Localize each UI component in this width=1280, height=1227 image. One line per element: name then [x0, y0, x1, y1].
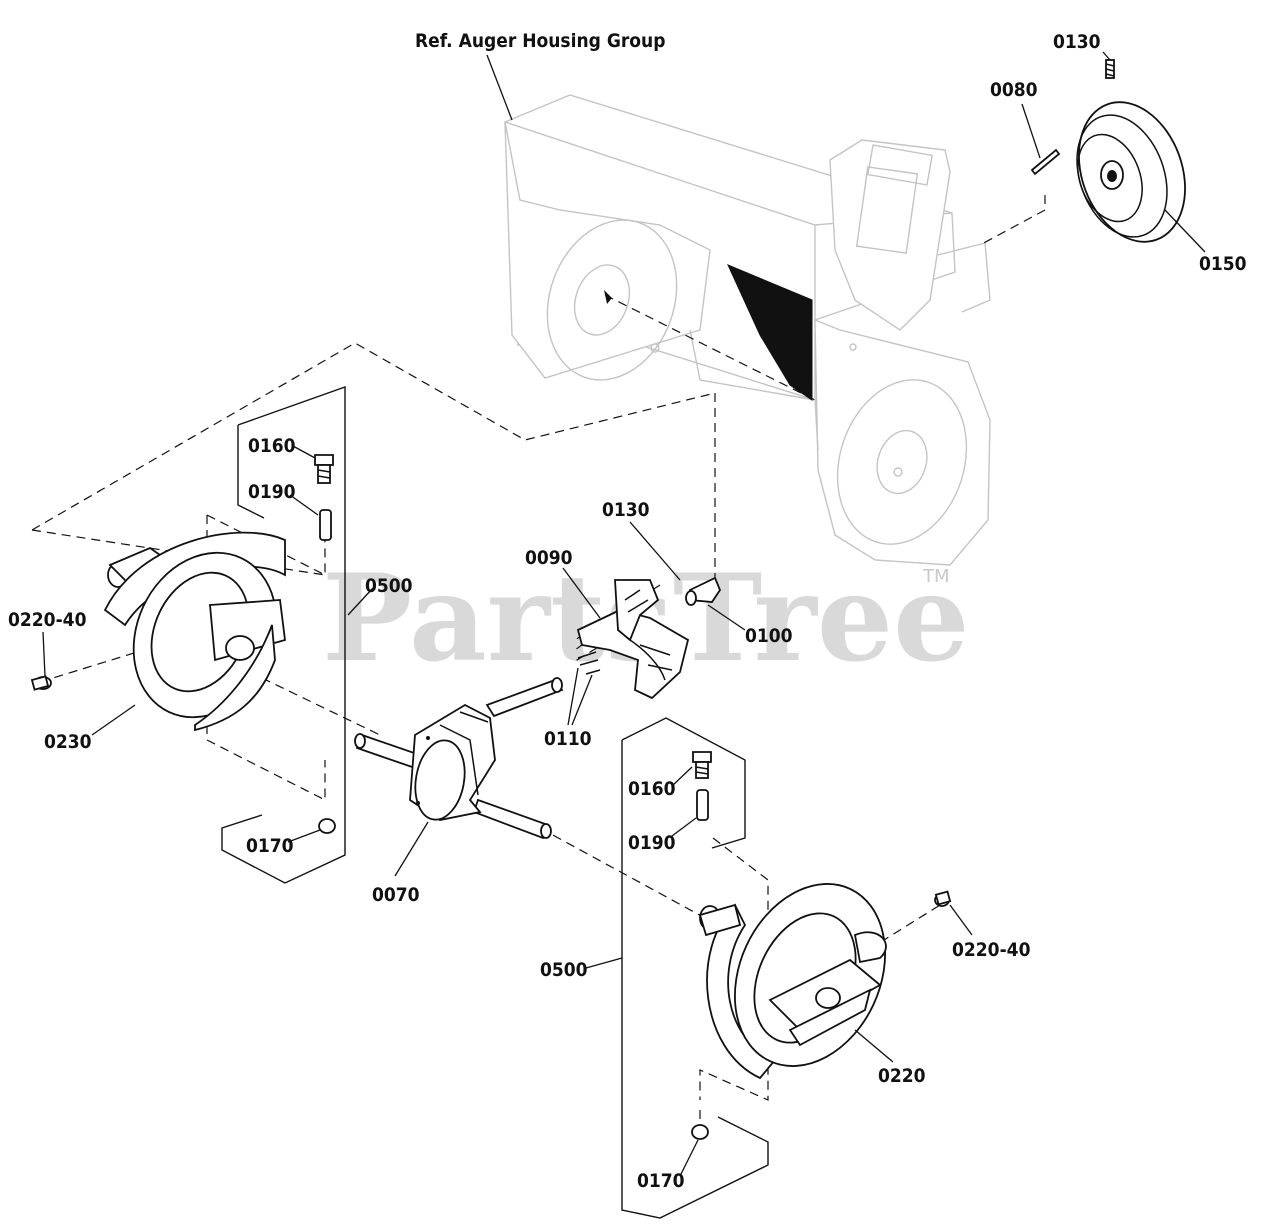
nut-part-0170-left	[318, 818, 336, 834]
callout-0220-40-right: 0220-40	[952, 939, 1031, 961]
pulley-part-0150	[1076, 101, 1186, 243]
callout-0500-right: 0500	[540, 959, 588, 981]
bolt-part-0160-right	[692, 751, 712, 779]
gearbox-shaft-part-0070	[354, 677, 564, 840]
grease-fitting-part-0220-40-left	[30, 675, 52, 691]
callout-0070: 0070	[372, 884, 420, 906]
callout-0170-left: 0170	[246, 835, 294, 857]
callout-0130-top: 0130	[1053, 31, 1101, 53]
callout-0170-right: 0170	[637, 1170, 685, 1192]
callout-0220: 0220	[878, 1065, 926, 1087]
callout-0130-mid: 0130	[602, 499, 650, 521]
nut-part-0170-right	[691, 1124, 709, 1140]
shear-pin-part-0190-right	[696, 789, 709, 821]
callout-0500-left: 0500	[365, 575, 413, 597]
shear-pin-part-0190-left	[319, 509, 332, 541]
reference-label: Ref. Auger Housing Group	[415, 30, 665, 52]
callout-0150: 0150	[1199, 253, 1247, 275]
impeller-part-0230	[103, 531, 286, 732]
screws-part-0110	[577, 651, 601, 675]
auger-housing-reference	[504, 94, 991, 566]
callout-0100: 0100	[745, 625, 793, 647]
callout-0220-40-left: 0220-40	[8, 609, 87, 631]
set-screw-part-0130-top	[1105, 59, 1115, 79]
callout-0160-right: 0160	[628, 778, 676, 800]
grease-fitting-part-0220-40-right	[934, 890, 952, 907]
callout-0190-right: 0190	[628, 832, 676, 854]
callout-0190-left: 0190	[248, 481, 296, 503]
key-part-0080	[1030, 148, 1061, 176]
bracket-part-0090	[576, 579, 690, 700]
bolt-part-0160-left	[314, 454, 334, 484]
callout-0090: 0090	[525, 547, 573, 569]
fitting-part-0100	[685, 576, 722, 606]
watermark-trademark: TM	[922, 566, 950, 587]
callout-0080: 0080	[990, 79, 1038, 101]
assembly-guide-lines	[31, 195, 1046, 1128]
leader-lines	[42, 51, 1206, 1177]
assembly-brackets	[221, 386, 769, 1219]
callout-0160-left: 0160	[248, 435, 296, 457]
callout-0230: 0230	[44, 731, 92, 753]
impeller-part-0220	[698, 883, 887, 1080]
callout-0110: 0110	[544, 728, 592, 750]
callout-labels: Ref. Auger Housing Group 0130 0080 0150 …	[8, 30, 1247, 1192]
